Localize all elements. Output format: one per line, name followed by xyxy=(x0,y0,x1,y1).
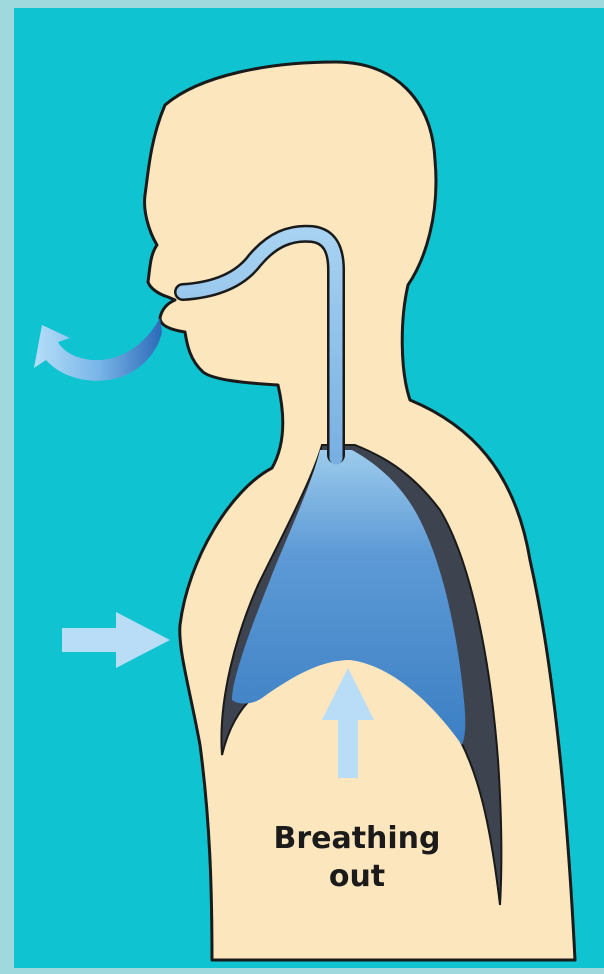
caption-line-1: Breathing xyxy=(273,821,440,856)
caption-line-2: out xyxy=(329,859,385,894)
exhale-air-arrow-icon xyxy=(34,318,162,381)
chest-inward-arrow-icon xyxy=(62,612,170,668)
